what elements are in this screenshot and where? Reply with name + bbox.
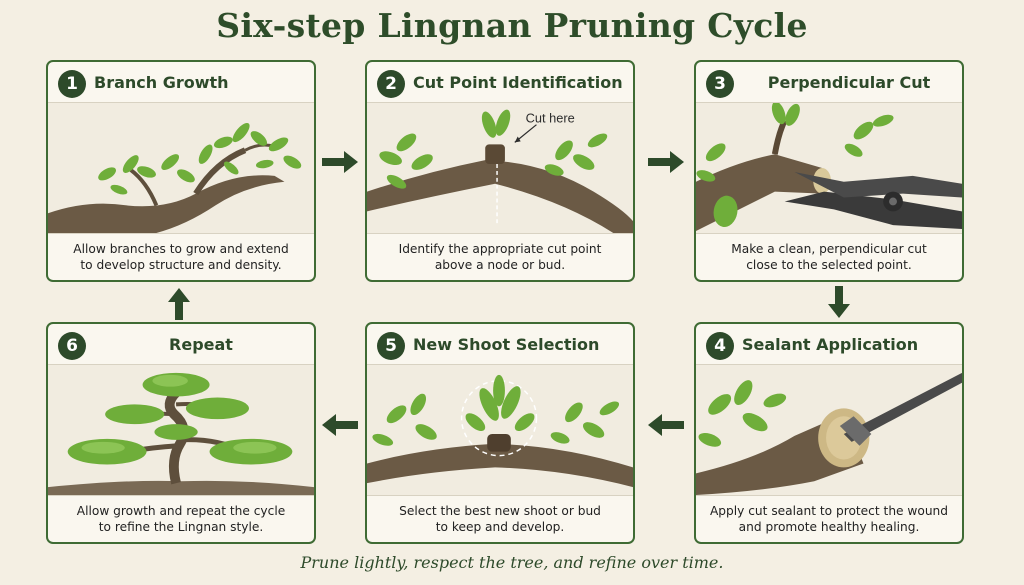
arrow-right-icon <box>320 149 360 175</box>
perpendicular-cut-illustration <box>696 102 962 234</box>
step-number-badge: 3 <box>706 70 734 98</box>
arrow-right-icon <box>646 149 686 175</box>
arrow-up-icon <box>166 287 192 321</box>
step-header: 6 Repeat <box>48 324 314 364</box>
step-header: 4 Sealant Application <box>696 324 962 364</box>
step-number-badge: 6 <box>58 332 86 360</box>
step-description: Apply cut sealant to protect the wound a… <box>709 504 949 534</box>
step-title: Perpendicular Cut <box>767 73 931 92</box>
step-title: Cut Point Identification <box>413 73 623 92</box>
step-card-repeat: 6 Repeat All <box>46 322 316 544</box>
step-description: Allow growth and repeat the cycle to ref… <box>76 504 286 534</box>
branch-growth-illustration <box>48 102 314 234</box>
step-number-badge: 5 <box>377 332 405 360</box>
repeat-bonsai-illustration <box>48 364 314 496</box>
arrow-left-icon <box>320 412 360 438</box>
step-header: 1 Branch Growth <box>48 62 314 102</box>
step-number-badge: 1 <box>58 70 86 98</box>
cut-here-annotation: Cut here <box>526 111 575 126</box>
step-card-new-shoot-selection: 5 New Shoot Selection <box>365 322 635 544</box>
step-card-branch-growth: 1 Branch Growth <box>46 60 316 282</box>
step-title: New Shoot Selection <box>413 335 600 354</box>
step-card-sealant-application: 4 Sealant Application Apply cut sealant … <box>694 322 964 544</box>
step-header: 3 Perpendicular Cut <box>696 62 962 102</box>
new-shoot-selection-illustration <box>367 364 633 496</box>
step-description: Allow branches to grow and extend to dev… <box>73 242 289 272</box>
step-title: Repeat <box>169 335 233 354</box>
cut-point-illustration: Cut here <box>367 102 633 234</box>
step-title: Sealant Application <box>742 335 919 354</box>
step-card-perpendicular-cut: 3 Perpendicular Cut Make a c <box>694 60 964 282</box>
step-number-badge: 4 <box>706 332 734 360</box>
page-title: Six-step Lingnan Pruning Cycle <box>216 6 808 45</box>
step-header: 2 Cut Point Identification <box>367 62 633 102</box>
step-title: Branch Growth <box>94 73 229 92</box>
footer-tagline: Prune lightly, respect the tree, and ref… <box>300 553 724 572</box>
sealant-application-illustration <box>696 364 962 496</box>
step-number-badge: 2 <box>377 70 405 98</box>
step-header: 5 New Shoot Selection <box>367 324 633 364</box>
step-card-cut-point-identification: 2 Cut Point Identification Cut here <box>365 60 635 282</box>
step-description: Make a clean, perpendicular cut close to… <box>731 242 927 272</box>
arrow-left-icon <box>646 412 686 438</box>
arrow-down-icon <box>826 285 852 319</box>
step-description: Identify the appropriate cut point above… <box>398 242 602 272</box>
step-description: Select the best new shoot or bud to keep… <box>399 504 601 534</box>
